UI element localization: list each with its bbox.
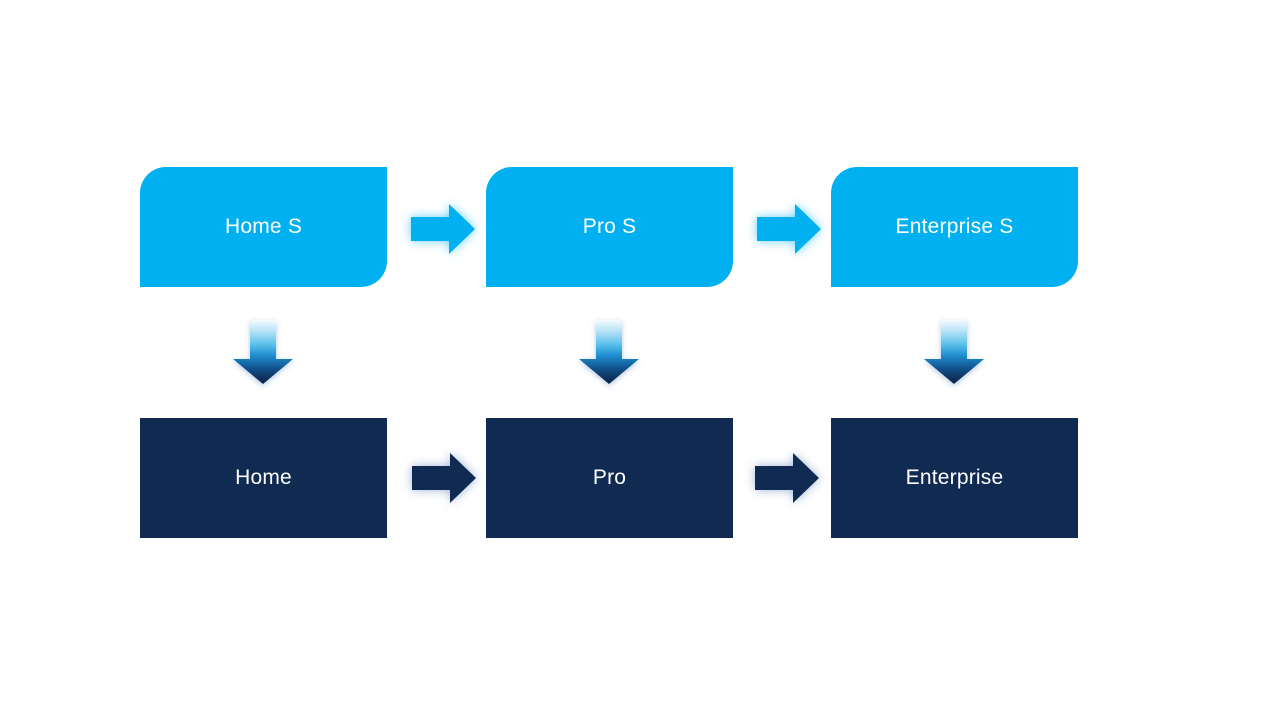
down-arrow-shape (233, 320, 293, 384)
node-enterprise: Enterprise (831, 418, 1078, 538)
down-arrow-icon (233, 320, 293, 384)
right-arrow-icon (755, 453, 819, 503)
node-pro-s: Pro S (486, 167, 733, 287)
right-arrow-shape (412, 453, 476, 503)
node-home: Home (140, 418, 387, 538)
node-enterprise-s: Enterprise S (831, 167, 1078, 287)
down-arrow-icon (924, 320, 984, 384)
down-arrow-shape (924, 320, 984, 384)
right-arrow-icon (757, 204, 821, 254)
right-arrow-shape (755, 453, 819, 503)
node-home-s: Home S (140, 167, 387, 287)
right-arrow-icon (411, 204, 475, 254)
node-label: Enterprise (905, 466, 1004, 489)
down-arrow-shape (579, 320, 639, 384)
node-label: Home (235, 466, 292, 489)
node-label: Pro (592, 466, 627, 489)
node-label: Pro S (582, 215, 637, 238)
node-label: Home S (224, 215, 303, 238)
right-arrow-shape (411, 204, 475, 254)
right-arrow-icon (412, 453, 476, 503)
node-label: Enterprise S (895, 215, 1014, 238)
down-arrow-icon (579, 320, 639, 384)
right-arrow-shape (757, 204, 821, 254)
node-pro: Pro (486, 418, 733, 538)
